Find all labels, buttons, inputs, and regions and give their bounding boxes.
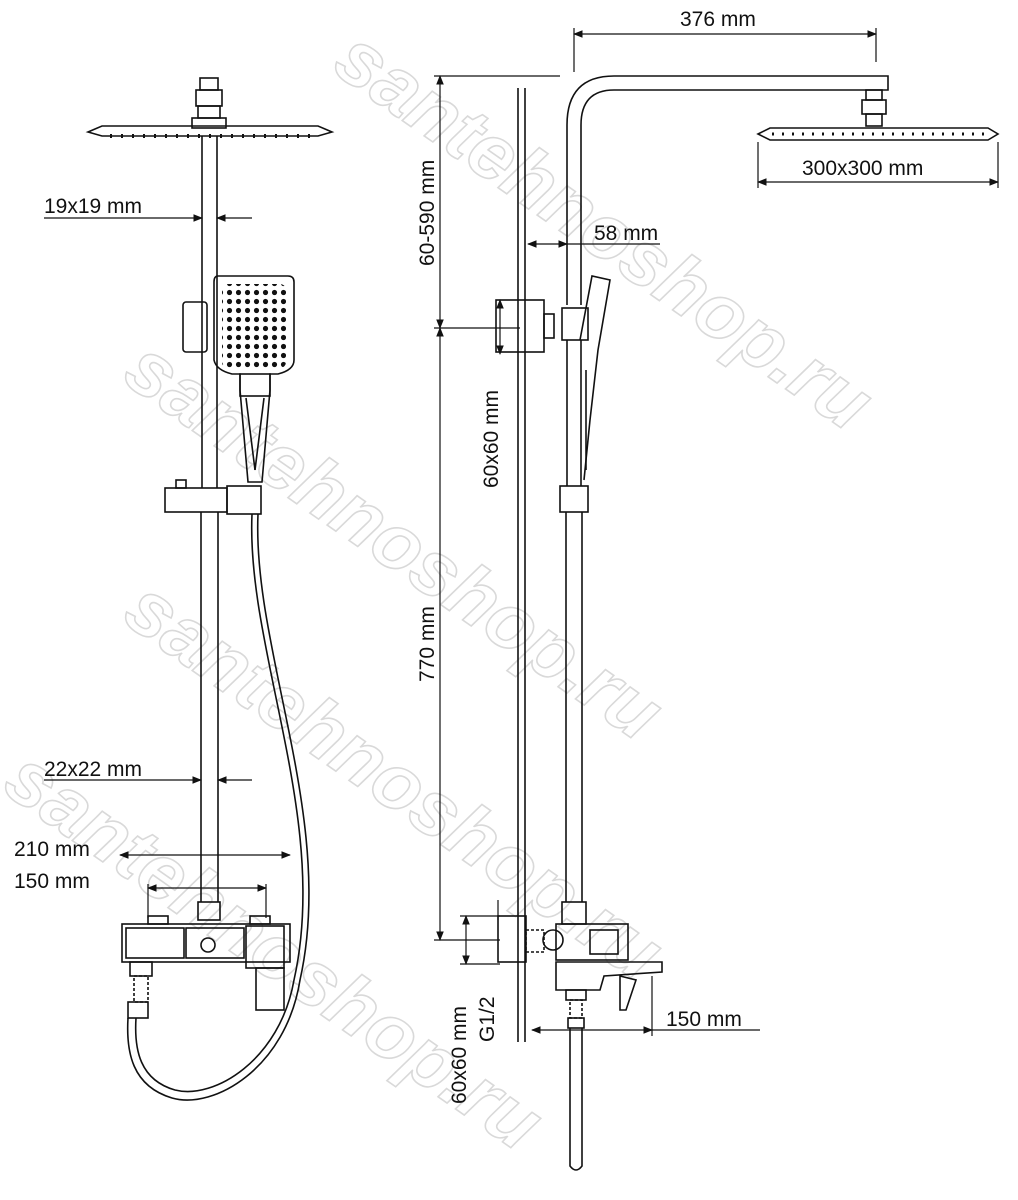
hose-inner xyxy=(126,513,310,1101)
label-spout-length: 150 mm xyxy=(666,1008,742,1031)
side-head-connector-2 xyxy=(861,99,887,115)
side-head-connector-1 xyxy=(865,89,883,101)
slider-right xyxy=(226,485,262,515)
label-bottom-pipe: 22x22 mm xyxy=(44,758,142,781)
mixer-handle xyxy=(255,967,285,1011)
side-hose xyxy=(569,1028,583,1171)
label-thread: G1/2 xyxy=(476,996,499,1042)
label-rail-height: 770 mm xyxy=(416,606,439,682)
pipe-clamp xyxy=(561,307,589,341)
label-mixer-plate: 60x60 mm xyxy=(448,1006,471,1104)
hose-outer xyxy=(134,513,304,1093)
side-dimensions xyxy=(434,28,999,1036)
mixer-body xyxy=(121,915,291,1019)
side-head-connector-3 xyxy=(865,113,883,127)
label-bracket-size: 60x60 mm xyxy=(480,390,503,488)
label-width-outer: 210 mm xyxy=(14,838,90,861)
label-top-pipe: 19x19 mm xyxy=(44,195,142,218)
rain-shower-head xyxy=(85,125,335,138)
shower-arm xyxy=(566,75,889,305)
side-view xyxy=(495,75,1000,1171)
hand-shower-holder xyxy=(182,301,208,353)
front-view xyxy=(85,77,335,1101)
side-mixer-lever xyxy=(619,974,638,1011)
wall-bracket xyxy=(495,299,545,353)
label-top-adjust: 60-590 mm xyxy=(416,160,439,266)
diverter-knob xyxy=(200,937,216,953)
hand-shower xyxy=(213,275,295,483)
front-dimensions xyxy=(44,214,291,918)
side-slider xyxy=(559,485,589,513)
side-hand-shower xyxy=(579,275,611,481)
slider-left xyxy=(164,487,228,513)
label-head-size: 300x300 mm xyxy=(802,157,923,180)
label-arm-length: 376 mm xyxy=(680,8,756,31)
side-mixer xyxy=(497,915,663,1171)
side-rain-head xyxy=(756,127,1000,141)
slider-knob xyxy=(175,479,187,489)
label-wall-offset: 58 mm xyxy=(594,222,658,245)
pipe-coupling xyxy=(197,901,221,921)
shower-head-connector xyxy=(191,77,227,129)
wall-bracket-clamp xyxy=(543,313,555,339)
label-width-inner: 150 mm xyxy=(14,870,90,893)
